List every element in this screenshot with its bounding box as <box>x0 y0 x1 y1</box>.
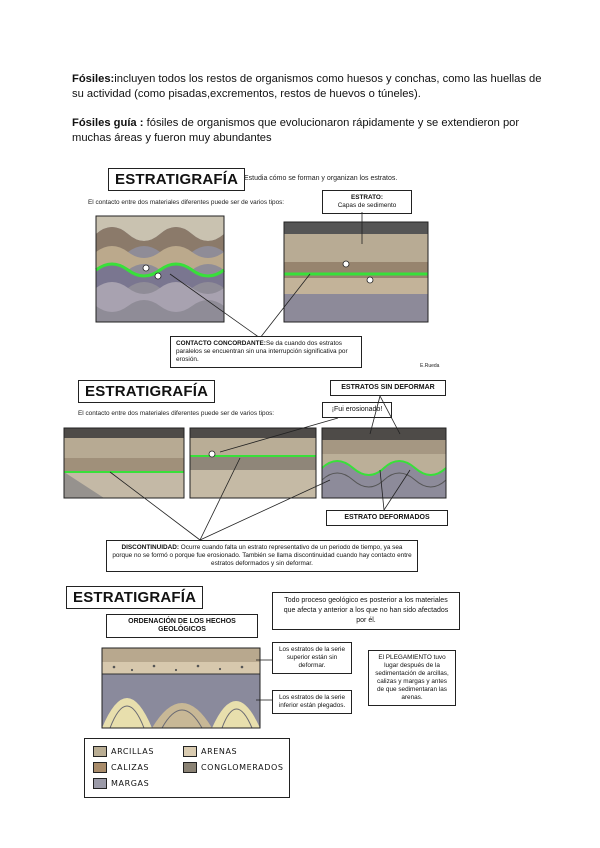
arenas-swatch <box>183 746 197 757</box>
legend-box: ARCILLAS ARENAS CALIZAS CONGLOMERADOS MA… <box>84 738 290 798</box>
serie-inferior-callout: Los estratos de la serie inferior están … <box>272 690 352 714</box>
legend-calizas-label: CALIZAS <box>111 763 149 772</box>
legend-conglomerados: CONGLOMERADOS <box>183 762 284 773</box>
legend-margas-label: MARGAS <box>111 779 149 788</box>
serie-superior-callout: Los estratos de la serie superior están … <box>272 642 352 674</box>
conglomerados-swatch <box>183 762 197 773</box>
legend-calizas: CALIZAS <box>93 762 149 773</box>
margas-swatch <box>93 778 107 789</box>
plegamiento-callout: El PLEGAMIENTO tuvo lugar después de la … <box>368 650 456 706</box>
legend-arenas: ARENAS <box>183 746 237 757</box>
legend-arenas-label: ARENAS <box>201 747 237 756</box>
calizas-swatch <box>93 762 107 773</box>
legend-arcillas: ARCILLAS <box>93 746 154 757</box>
arcillas-swatch <box>93 746 107 757</box>
legend-arcillas-label: ARCILLAS <box>111 747 154 756</box>
legend-margas: MARGAS <box>93 778 149 789</box>
legend-conglomerados-label: CONGLOMERADOS <box>201 763 284 772</box>
